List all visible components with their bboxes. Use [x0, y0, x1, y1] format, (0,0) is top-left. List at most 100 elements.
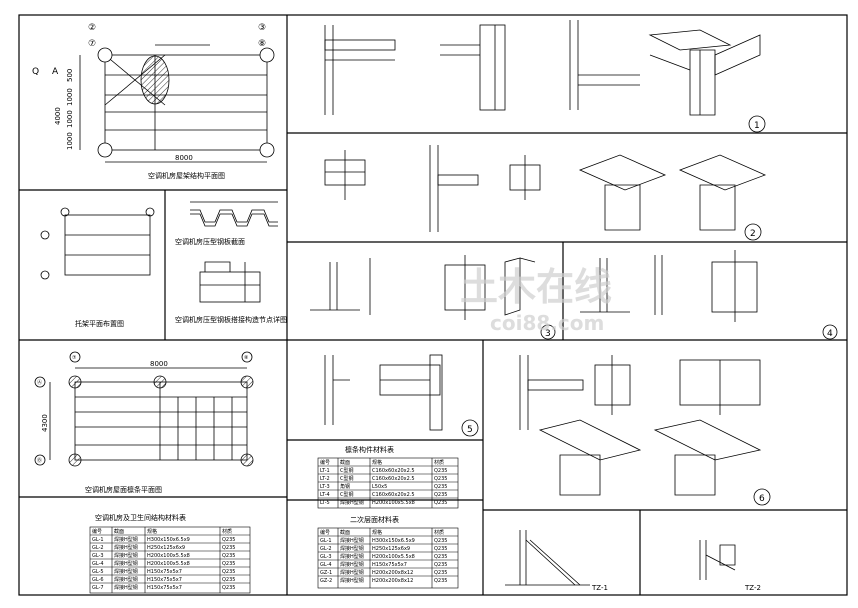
- table1-cell: Q235: [222, 553, 235, 559]
- detail-4-marker: 4: [827, 329, 833, 339]
- axis-bubble-3: ③: [258, 23, 266, 33]
- table2-cell: C160x60x20x2.5: [372, 468, 415, 474]
- tz-details: [505, 530, 736, 586]
- table1-cell: GL-4: [92, 561, 104, 567]
- table3-header-cell: 材质: [434, 529, 444, 536]
- table1-cell: 焊接H型钢: [114, 560, 138, 567]
- table1-cell: GL-5: [92, 569, 104, 575]
- table1-cell: GL-3: [92, 553, 104, 559]
- table3-cell: 焊接H型钢: [340, 537, 364, 544]
- table3-cell: 焊接H型钢: [340, 577, 364, 584]
- table2-cell: C型钢: [340, 491, 354, 498]
- purlin-axis-8: ⑧: [244, 355, 249, 361]
- table2-cell: Q235: [434, 468, 447, 474]
- watermark-text: 土木在线: [460, 265, 612, 309]
- table3-cell: Q235: [434, 546, 447, 552]
- table2-cell: 角钢: [340, 483, 350, 490]
- table1-cell: 焊接H型钢: [114, 576, 138, 583]
- table2-cell: 焊接H型钢: [340, 499, 364, 506]
- table1-cell: 焊接H型钢: [114, 552, 138, 559]
- table3-cell: Q235: [434, 570, 447, 576]
- purlin-dim-4300: 4300: [41, 414, 49, 432]
- table3-cell: H300x150x6.5x9: [372, 538, 415, 544]
- dim-8000: 8000: [175, 154, 193, 162]
- table1-cell: 焊接H型钢: [114, 584, 138, 591]
- detail-4: [580, 250, 838, 340]
- dim-1000-a: 1000: [66, 132, 74, 150]
- table3-cell: H200x200x8x12: [372, 570, 413, 576]
- table1-title: 空调机房及卫生间结构材料表: [95, 513, 186, 522]
- table1-cell: 焊接H型钢: [114, 568, 138, 575]
- roof-plan-labels: ② ⑦ ③ ⑧ Q A 8000 4000 1000 1000 1000 500…: [32, 23, 266, 180]
- table1-cell: Q235: [222, 537, 235, 543]
- table1-cell: Q235: [222, 545, 235, 551]
- bracket-layout-plan: [40, 207, 155, 280]
- table3-cell: Q235: [434, 538, 447, 544]
- table3-cell: 焊接H型钢: [340, 545, 364, 552]
- table2-title: 檩条构件材料表: [345, 445, 394, 454]
- table1-cell: GL-7: [92, 585, 104, 591]
- table1-cell: H300x150x6.5x9: [147, 537, 190, 543]
- table2-cell: L50x5: [372, 484, 387, 490]
- table3-header-cell: 编号: [320, 529, 330, 536]
- table2-cell: Q235: [434, 492, 447, 498]
- table2-cell: C160x60x20x2.5: [372, 476, 415, 482]
- table3-cell: GL-2: [320, 546, 332, 552]
- table1-header-cell: 编号: [92, 528, 102, 535]
- deck-section: [190, 201, 278, 303]
- table3-header-cell: 截面: [340, 529, 350, 536]
- purlin-plan-title: 空调机房屋面檩条平面图: [85, 485, 162, 494]
- purlin-dim-8000: 8000: [150, 360, 168, 368]
- table1-cell: Q235: [222, 585, 235, 591]
- table1-header-cell: 规格: [147, 528, 157, 535]
- purlin-axis-7: ⑦: [72, 355, 77, 361]
- tz2-label: TZ-2: [744, 584, 761, 592]
- detail-6: [519, 355, 771, 506]
- table1-cell: H150x75x5x7: [147, 577, 182, 583]
- detail-5-marker: 5: [467, 425, 473, 435]
- watermark: 土木在线 coi88.com: [460, 265, 612, 335]
- table1-header-cell: 截面: [114, 528, 124, 535]
- axis-bubble-q: Q: [32, 67, 39, 77]
- table2-cell: H200x100x5.5x8: [372, 500, 415, 506]
- axis-bubble-8: ⑧: [258, 39, 266, 49]
- table3-cell: 焊接H型钢: [340, 553, 364, 560]
- purlin-labels: 8000 4300 ⑦ ⑧ Ⓐ Ⓑ 空调机房屋面檩条平面图: [37, 355, 249, 494]
- table3-cell: GZ-2: [320, 578, 332, 584]
- table3-cell: H250x125x6x9: [372, 546, 410, 552]
- table2-header-cell: 编号: [320, 459, 330, 466]
- table2-cell: Q235: [434, 476, 447, 482]
- axis-bubble-2: ②: [88, 23, 96, 33]
- table1-cell: H150x75x5x7: [147, 569, 182, 575]
- dim-500: 500: [66, 69, 74, 82]
- table2-cell: C160x60x20x2.5: [372, 492, 415, 498]
- detail-3-marker: 3: [545, 329, 551, 339]
- table1-cell: GL-2: [92, 545, 104, 551]
- table1-header-cell: 材质: [222, 528, 232, 535]
- table1-cell: GL-6: [92, 577, 104, 583]
- axis-bubble-a: A: [52, 67, 59, 77]
- table2-cell: C型钢: [340, 475, 354, 482]
- dim-4000: 4000: [54, 107, 62, 125]
- deck-labels: 空调机房压型钢板截面 空调机房压型钢板搭接构造节点详图: [175, 237, 287, 324]
- table2-cell: C型钢: [340, 467, 354, 474]
- table3-header-cell: 规格: [372, 529, 382, 536]
- axis-bubble-7: ⑦: [88, 39, 96, 49]
- table3-cell: Q235: [434, 554, 447, 560]
- table2-cell: LT-1: [320, 468, 330, 474]
- purlin-axis-a: Ⓐ: [37, 379, 42, 386]
- watermark-sub: coi88.com: [490, 311, 604, 335]
- table3-cell: GL-1: [320, 538, 332, 544]
- table2-header-cell: 材质: [434, 459, 444, 466]
- purlin-axis-b: Ⓑ: [37, 457, 42, 464]
- table2-cell: LT-3: [320, 484, 330, 490]
- table1-cell: H200x100x5.5x8: [147, 553, 190, 559]
- table3-cell: 焊接H型钢: [340, 561, 364, 568]
- deck-node-title: 空调机房压型钢板搭接构造节点详图: [175, 315, 287, 324]
- table1-cell: Q235: [222, 561, 235, 567]
- table1-cell: H200x100x5.5x8: [147, 561, 190, 567]
- table1-cell: H250x125x6x9: [147, 545, 185, 551]
